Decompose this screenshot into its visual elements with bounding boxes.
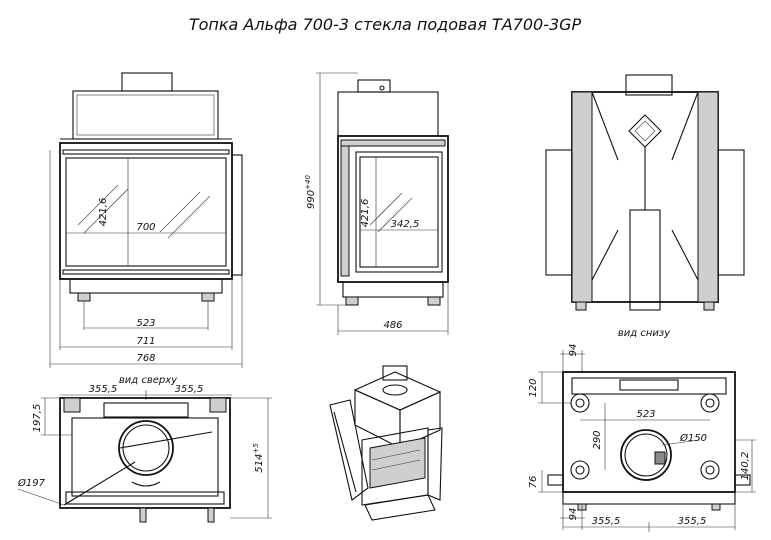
bottom-center-dim: 523 [636, 409, 655, 420]
side-glass [355, 151, 443, 273]
bottom-bottom-offset: 94 [568, 508, 579, 521]
front-view: 421,6 700 523 711 768 [49, 72, 243, 368]
bottom-left-bottom-dim: 76 [528, 476, 539, 489]
bottom-duct-circle [620, 429, 672, 481]
bottom-left-dim: 120 [528, 378, 539, 397]
side-height: 990+40 [304, 175, 317, 209]
front-glass-width: 700 [136, 222, 155, 233]
bottom-view: 94 523 290 Ø150 120 76 [528, 344, 756, 532]
front-overall-dim: 768 [136, 353, 155, 364]
top-offset: 197,5 [32, 404, 43, 433]
bottom-top-offset: 94 [568, 344, 579, 357]
bottom-vertical-dim: 290 [592, 430, 603, 449]
side-glass-depth: 342,5 [391, 219, 420, 230]
front-flue-collar [121, 72, 173, 92]
drawing-title: Топка Альфа 700-3 стекла подовая ТА700-3… [189, 15, 582, 34]
bottom-right-dim: 140,2 [740, 452, 751, 481]
front-door-frame [59, 142, 233, 280]
front-legs-dim: 523 [136, 318, 155, 329]
side-depth: 486 [383, 320, 402, 331]
side-door [337, 135, 449, 283]
side-view: 421,6 342,5 990+40 486 [304, 72, 449, 335]
front-upper-body [72, 90, 219, 140]
top-view: вид сверху 355,5 355,5 197,5 Ø197 514+5 [17, 375, 272, 523]
front-glass [65, 157, 227, 267]
top-half-right: 355,5 [175, 384, 204, 395]
front-body-dim: 711 [136, 336, 155, 347]
bottom-half-right: 355,5 [678, 516, 707, 527]
rear-view: вид снизу [545, 74, 745, 339]
isometric-view [329, 365, 443, 521]
top-half-left: 355,5 [89, 384, 118, 395]
bottom-view-caption: вид снизу [618, 328, 671, 339]
rear-diamond-logo [628, 114, 662, 148]
top-flue-diameter: Ø197 [17, 477, 46, 489]
top-depth: 514+5 [252, 443, 265, 473]
top-view-caption: вид сверху [119, 375, 178, 386]
bottom-half-left: 355,5 [592, 516, 621, 527]
top-flue-circle [118, 420, 174, 476]
front-glass-height: 421,6 [98, 198, 109, 227]
side-glass-height: 421,6 [360, 199, 371, 228]
bottom-duct-dim: Ø150 [679, 432, 707, 444]
